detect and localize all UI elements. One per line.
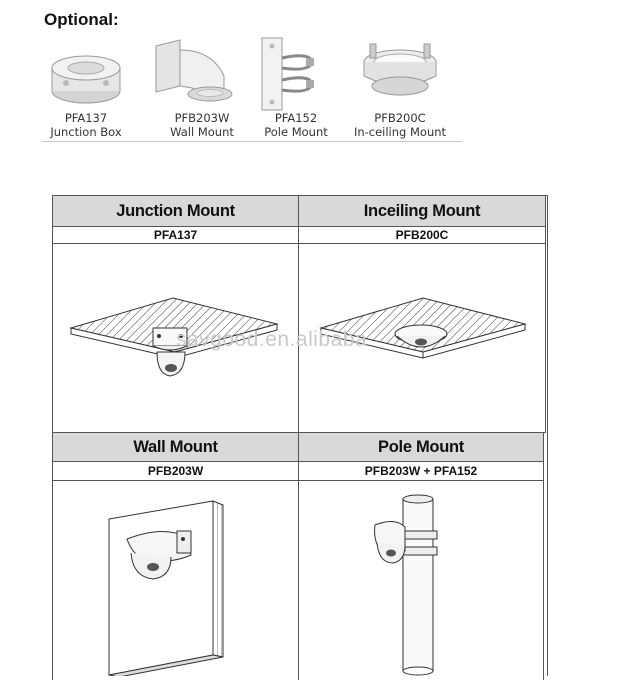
pole-mount-drawing	[374, 494, 438, 676]
watermark: savgood.en.alibaba	[176, 328, 368, 351]
mount-model: PFA137	[52, 226, 299, 244]
pole-mount-icon	[261, 37, 314, 111]
accessory-pole-mount: PFA152 Pole Mount	[246, 36, 346, 142]
in-ceiling-mount-icon	[363, 43, 437, 96]
wall-mount-icon	[155, 39, 233, 102]
accessory-wall-mount: PFB203W Wall Mount	[152, 36, 252, 142]
pole-mount-diagram	[298, 480, 544, 680]
mount-model: PFB203W	[52, 461, 299, 481]
junction-box-icon	[51, 55, 121, 104]
accessory-divider	[42, 141, 462, 142]
accessory-code: PFB200C	[374, 111, 426, 125]
mount-model: PFB200C	[298, 226, 546, 244]
mount-header: Pole Mount	[298, 432, 544, 462]
junction-mount-drawing	[69, 297, 279, 377]
accessory-code: PFA152	[274, 111, 318, 125]
mount-header: Junction Mount	[52, 195, 299, 227]
accessory-name: Pole Mount	[264, 125, 328, 139]
optional-title: Optional:	[44, 10, 119, 29]
mount-header: Wall Mount	[52, 432, 299, 462]
wall-mount-drawing	[108, 500, 224, 678]
mount-header: Inceiling Mount	[298, 195, 546, 227]
inceiling-mount-drawing	[319, 297, 527, 359]
junction-mount-diagram	[52, 243, 299, 433]
accessory-name: Junction Box	[50, 125, 122, 139]
accessory-code: PFA137	[64, 111, 108, 125]
accessory-name: Wall Mount	[170, 125, 234, 139]
accessory-code: PFB203W	[174, 111, 230, 125]
accessory-in-ceiling-mount: PFB200C In-ceiling Mount	[350, 36, 450, 142]
inceiling-mount-diagram	[298, 243, 546, 433]
mount-model: PFB203W + PFA152	[298, 461, 544, 481]
wall-mount-diagram	[52, 480, 299, 680]
accessory-name: In-ceiling Mount	[353, 125, 447, 139]
accessory-junction-box: PFA137 Junction Box	[36, 36, 136, 142]
